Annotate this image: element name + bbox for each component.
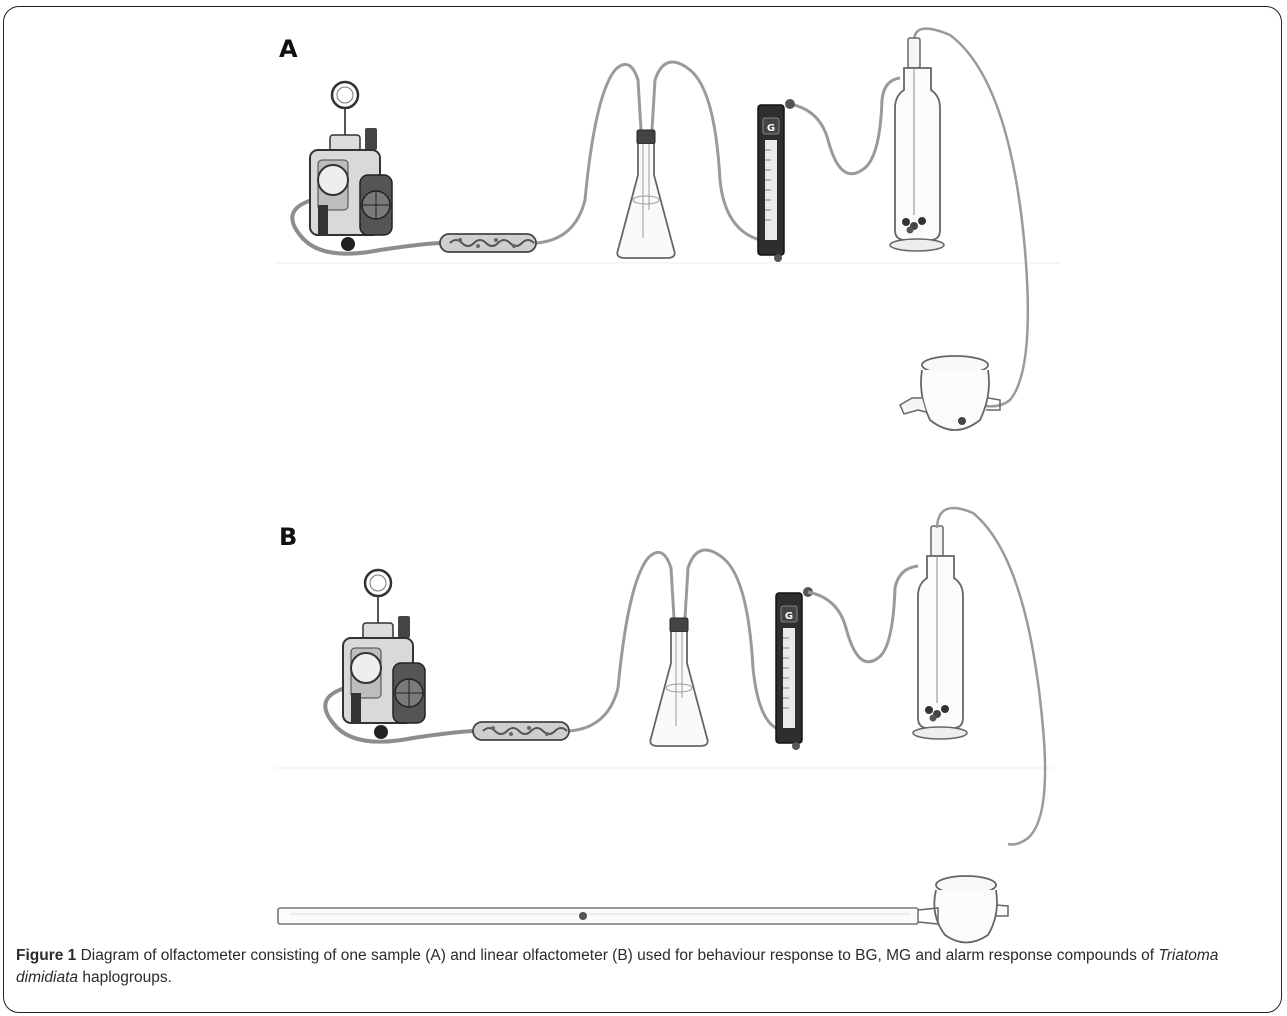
tubing-filter-flask-b [569,552,674,731]
linear-olfactometer-icon [278,876,1008,943]
humidifier-flask-icon-b [650,618,707,746]
figure-number: Figure 1 [16,947,76,964]
flowmeter-icon-b [776,587,813,750]
air-pump-icon [310,82,392,251]
flowmeter-icon [758,99,795,262]
arena-chamber-icon [900,356,1000,430]
tubing-flask-flowmeter-b [685,550,776,728]
flowmeter-mark-b: G [785,611,793,622]
caption-text-after: haplogroups. [82,969,172,986]
tubing-filter-flask [536,64,641,243]
humidifier-flask-icon [617,130,674,258]
sample-chamber-icon-b [913,526,967,739]
tubing-flowmeter-chamber-b [808,566,918,662]
tubing-flowmeter-chamber [790,78,900,174]
panel-a-apparatus: G [275,29,1060,430]
panel-b-apparatus: G [275,508,1053,844]
figure-caption: Figure 1 Diagram of olfactometer consist… [16,945,1276,989]
tubing-flask-flowmeter [652,62,760,240]
flowmeter-mark-a: G [767,123,775,134]
sample-chamber-icon [890,38,944,251]
charcoal-filter-icon [440,234,536,252]
caption-text-before: Diagram of olfactometer consisting of on… [81,947,1154,964]
charcoal-filter-icon-b [473,722,569,740]
air-pump-icon-b [343,570,425,739]
